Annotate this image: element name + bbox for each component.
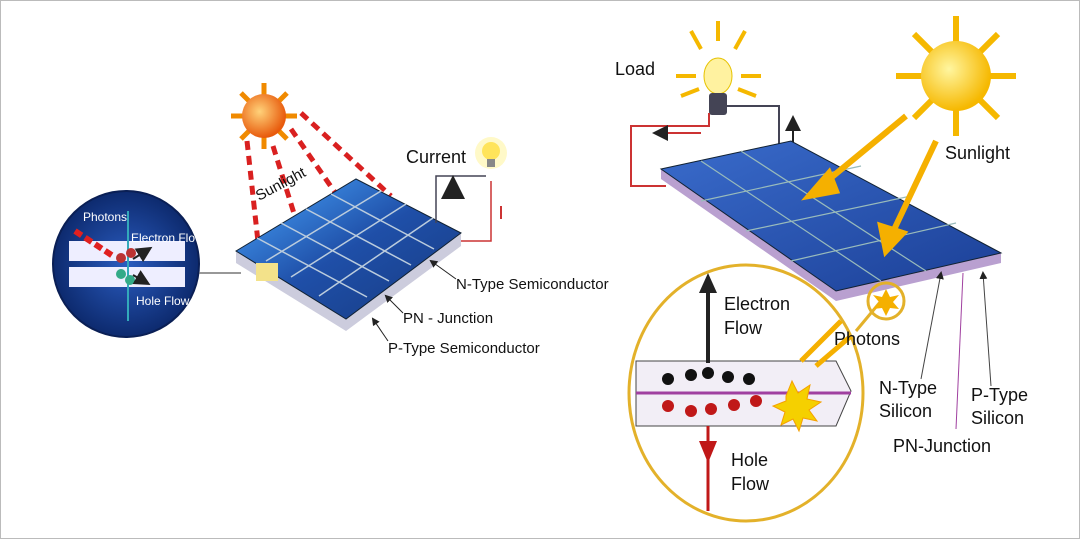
hole-flow-label-1: Hole	[731, 450, 768, 470]
sun-icon-left	[231, 83, 297, 149]
n-type-silicon-label-2: Silicon	[879, 401, 932, 421]
current-label: Current	[406, 147, 466, 167]
right-leader-lines	[920, 271, 992, 430]
light-bulb-icon	[475, 137, 507, 169]
sunlight-arrows-right	[801, 113, 939, 258]
solar-panel-right	[659, 140, 1003, 301]
photons-label-right: Photons	[834, 329, 900, 349]
circuit-right	[630, 105, 801, 187]
pn-junction-label-right: PN-Junction	[893, 436, 991, 456]
hole-flow-label-2: Flow	[731, 474, 770, 494]
p-type-semiconductor-label: P-Type Semiconductor	[388, 340, 540, 357]
sun-icon-right	[896, 16, 1016, 136]
load-bulb-icon	[676, 21, 761, 115]
p-type-silicon-label-2: Silicon	[971, 408, 1024, 428]
inset-circle: Photons Electron Flow Hole Flow	[52, 190, 241, 338]
sunlight-label-left: Sunlight	[253, 164, 310, 205]
n-type-silicon-label-1: N-Type	[879, 378, 937, 398]
inset-hole-flow-label: Hole Flow	[136, 294, 190, 308]
left-leader-lines	[371, 259, 457, 342]
electron-flow-label-2: Flow	[724, 318, 763, 338]
solar-panel-left	[235, 178, 462, 331]
pn-junction-label-left: PN - Junction	[403, 310, 493, 327]
p-type-silicon-label-1: P-Type	[971, 385, 1028, 405]
inset-electron-flow-label: Electron Flow	[131, 231, 204, 245]
load-label: Load	[615, 59, 655, 79]
magnified-cell-circle	[627, 263, 906, 523]
sunlight-label-right: Sunlight	[945, 143, 1010, 163]
electron-flow-label-1: Electron	[724, 294, 790, 314]
circuit-left	[435, 175, 502, 242]
n-type-semiconductor-label: N-Type Semiconductor	[456, 276, 609, 293]
inset-photons-label: Photons	[83, 210, 127, 224]
